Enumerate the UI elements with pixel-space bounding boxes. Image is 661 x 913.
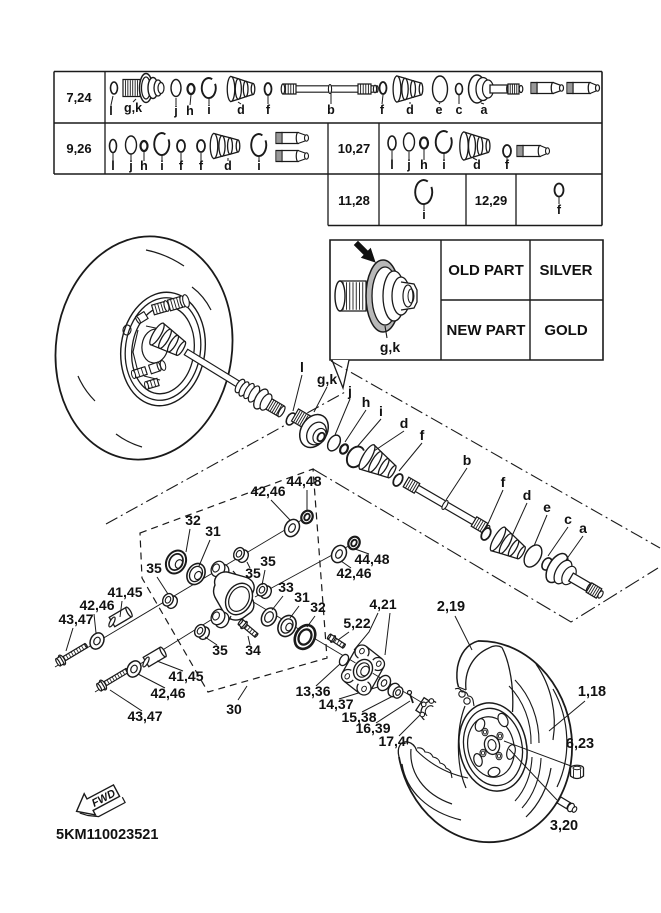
svg-text:h: h xyxy=(420,158,428,172)
svg-text:41,45: 41,45 xyxy=(168,668,203,684)
svg-text:16,39: 16,39 xyxy=(355,720,390,736)
svg-text:10,27: 10,27 xyxy=(338,141,371,156)
svg-text:13,36: 13,36 xyxy=(295,683,330,699)
svg-text:j: j xyxy=(347,383,352,399)
svg-text:h: h xyxy=(140,159,148,173)
svg-text:11,28: 11,28 xyxy=(338,193,370,208)
svg-text:d: d xyxy=(406,103,414,117)
svg-text:d: d xyxy=(523,487,532,503)
svg-text:17,40: 17,40 xyxy=(378,733,413,749)
svg-text:f: f xyxy=(420,427,425,443)
svg-text:31: 31 xyxy=(205,523,221,539)
svg-text:35: 35 xyxy=(212,642,228,658)
svg-text:14,37: 14,37 xyxy=(318,696,353,712)
svg-text:44,48: 44,48 xyxy=(286,473,321,489)
svg-text:i: i xyxy=(257,159,260,173)
svg-text:41,45: 41,45 xyxy=(107,584,142,600)
svg-text:h: h xyxy=(362,394,371,410)
svg-text:44,48: 44,48 xyxy=(354,551,389,567)
svg-text:3,20: 3,20 xyxy=(550,818,578,834)
svg-text:32: 32 xyxy=(310,599,326,615)
svg-text:32: 32 xyxy=(185,512,201,528)
svg-text:15,38: 15,38 xyxy=(341,709,376,725)
svg-text:i: i xyxy=(379,403,383,419)
svg-text:35: 35 xyxy=(260,553,276,569)
svg-text:f: f xyxy=(557,203,562,217)
svg-text:l: l xyxy=(111,159,114,173)
svg-text:j: j xyxy=(173,104,177,118)
svg-text:g,k: g,k xyxy=(124,101,142,115)
svg-text:NEW PART: NEW PART xyxy=(447,322,526,339)
svg-text:f: f xyxy=(199,159,204,173)
svg-text:b: b xyxy=(463,452,472,468)
svg-text:d: d xyxy=(473,158,481,172)
svg-text:e: e xyxy=(543,499,551,515)
svg-text:l: l xyxy=(109,104,112,118)
svg-text:d: d xyxy=(400,415,409,431)
svg-text:l: l xyxy=(390,158,393,172)
svg-text:e: e xyxy=(436,103,443,117)
svg-text:f: f xyxy=(501,474,506,490)
svg-text:h: h xyxy=(186,104,194,118)
svg-text:d: d xyxy=(237,103,245,117)
svg-text:2,19: 2,19 xyxy=(437,599,465,615)
svg-text:34: 34 xyxy=(245,642,261,658)
svg-text:GOLD: GOLD xyxy=(544,322,587,339)
svg-text:42,46: 42,46 xyxy=(79,597,114,613)
svg-text:a: a xyxy=(481,103,489,117)
svg-text:42,46: 42,46 xyxy=(336,565,371,581)
svg-text:33: 33 xyxy=(278,579,294,595)
svg-text:SILVER: SILVER xyxy=(539,262,592,279)
svg-text:5,22: 5,22 xyxy=(343,615,370,631)
svg-text:i: i xyxy=(160,159,163,173)
svg-text:g,k: g,k xyxy=(317,371,337,387)
svg-text:42,46: 42,46 xyxy=(250,483,285,499)
svg-text:f: f xyxy=(266,103,271,117)
svg-text:43,47: 43,47 xyxy=(127,708,162,724)
svg-text:35: 35 xyxy=(245,565,261,581)
svg-text:l: l xyxy=(300,359,304,375)
svg-text:i: i xyxy=(442,158,445,172)
svg-text:6,23: 6,23 xyxy=(566,736,594,752)
svg-text:43,47: 43,47 xyxy=(58,611,93,627)
svg-text:a: a xyxy=(579,520,587,536)
svg-text:12,29: 12,29 xyxy=(475,193,508,208)
svg-text:30: 30 xyxy=(226,701,242,717)
svg-text:4,21: 4,21 xyxy=(369,596,396,612)
svg-text:g,k: g,k xyxy=(380,339,400,355)
svg-text:9,26: 9,26 xyxy=(66,141,91,156)
svg-text:7,24: 7,24 xyxy=(66,90,92,105)
svg-text:f: f xyxy=(380,103,385,117)
svg-text:f: f xyxy=(179,159,184,173)
svg-text:j: j xyxy=(406,158,410,172)
svg-text:c: c xyxy=(564,511,572,527)
svg-text:f: f xyxy=(505,158,510,172)
svg-text:c: c xyxy=(456,103,463,117)
svg-text:OLD PART: OLD PART xyxy=(448,262,524,279)
svg-text:35: 35 xyxy=(146,560,162,576)
svg-text:b: b xyxy=(327,103,335,117)
svg-text:42,46: 42,46 xyxy=(150,685,185,701)
svg-text:j: j xyxy=(128,159,132,173)
svg-text:i: i xyxy=(207,103,210,117)
svg-text:31: 31 xyxy=(294,589,310,605)
svg-text:5KM110023521: 5KM110023521 xyxy=(56,827,158,843)
svg-text:1,18: 1,18 xyxy=(578,684,606,700)
svg-text:i: i xyxy=(422,208,425,222)
svg-text:d: d xyxy=(224,159,232,173)
